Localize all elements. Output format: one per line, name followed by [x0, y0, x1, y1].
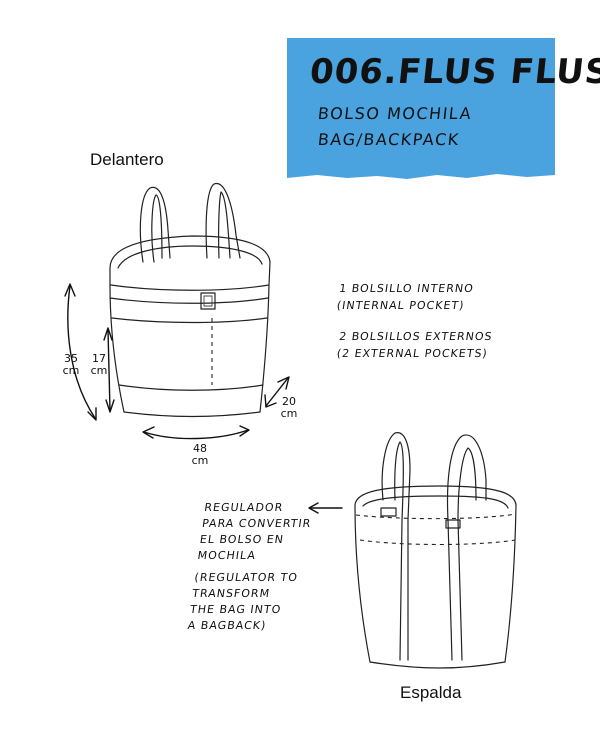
- external-pockets-en: (2 EXTERNAL POCKETS): [335, 347, 489, 360]
- width-unit: cm: [191, 454, 209, 467]
- regulator-note: REGULADOR PARA CONVERTIR EL BOLSO EN MOC…: [187, 500, 315, 634]
- height-total-arrow: [67, 285, 96, 419]
- regulator-line: PARA CONVERTIR: [201, 517, 313, 530]
- height-total-label: 35 cm: [60, 353, 82, 377]
- depth-unit: cm: [280, 407, 298, 420]
- width-label: 48 cm: [186, 443, 214, 467]
- external-pockets-note: 2 BOLSILLOS EXTERNOS (2 EXTERNAL POCKETS…: [336, 328, 494, 362]
- height-pocket-unit: cm: [90, 364, 108, 377]
- front-bag-drawing: [109, 182, 271, 418]
- torn-edge: [287, 172, 555, 179]
- regulator-line: EL BOLSO EN: [198, 533, 285, 546]
- depth-value: 20: [282, 395, 296, 408]
- external-pockets-es: 2 BOLSILLOS EXTERNOS: [338, 330, 494, 343]
- regulator-line: (REGULATOR TO: [193, 571, 299, 584]
- height-total-unit: cm: [62, 364, 80, 377]
- internal-pocket-en: (INTERNAL POCKET): [335, 299, 466, 312]
- back-view-title: Espalda: [400, 683, 462, 702]
- depth-label: 20 cm: [277, 396, 301, 420]
- height-pocket-value: 17: [92, 352, 106, 365]
- width-arrow: [143, 429, 249, 440]
- back-bag-drawing: [354, 432, 517, 669]
- front-view-title: Delantero: [90, 150, 164, 169]
- height-pocket-label: 17 cm: [88, 353, 110, 377]
- regulator-line: THE BAG INTO: [189, 603, 283, 616]
- regulator-line: TRANSFORM: [191, 587, 271, 600]
- regulator-line: MOCHILA: [196, 549, 257, 562]
- regulator-line: A BAGBACK): [186, 619, 268, 632]
- height-pocket-arrow: [107, 329, 111, 411]
- dimension-arrows: [64, 283, 290, 440]
- internal-pocket-es: 1 BOLSILLO INTERNO: [338, 282, 475, 295]
- regulator-line: REGULADOR: [203, 501, 285, 514]
- height-total-value: 35: [64, 352, 78, 365]
- width-value: 48: [193, 442, 207, 455]
- internal-pocket-note: 1 BOLSILLO INTERNO (INTERNAL POCKET): [336, 280, 475, 314]
- depth-arrow: [265, 377, 289, 407]
- title-label-box: [287, 38, 555, 179]
